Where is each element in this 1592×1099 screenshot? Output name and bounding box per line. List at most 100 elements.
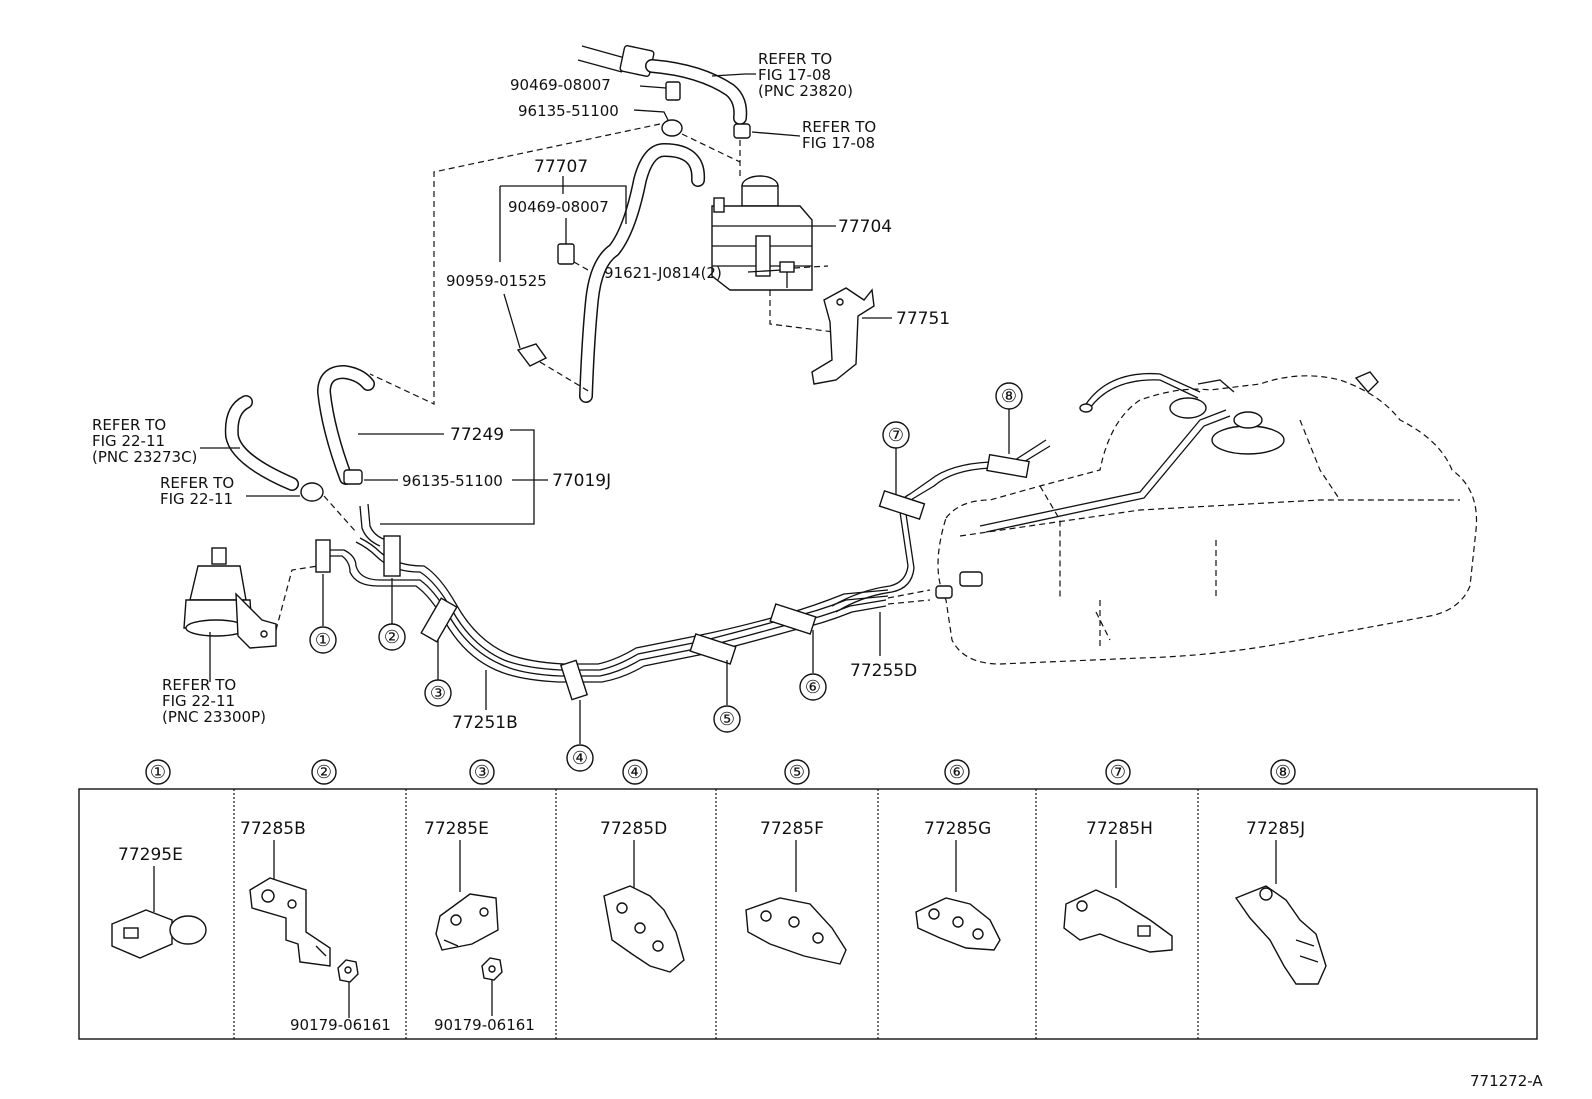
callout-3: ③ xyxy=(424,640,452,707)
svg-text:④: ④ xyxy=(627,762,643,783)
ref-line-3: (PNC 23273C) xyxy=(92,448,197,466)
clip-90469-mid xyxy=(557,243,575,265)
ref-fig-22-11-label: REFER TO FIG 22-11 xyxy=(160,474,300,508)
canister-77704 xyxy=(711,175,813,291)
detail-table: ① ② ③ ④ ⑤ ⑥ ⑦ ⑧ 77295E 77285B xyxy=(78,759,1538,1040)
clamp-96135-mid xyxy=(343,469,363,485)
ref-line-1: REFER TO xyxy=(92,416,166,434)
callout-5-text: ⑤ xyxy=(719,709,735,730)
table-header-1: ① xyxy=(145,759,171,785)
clamp-5 xyxy=(689,633,737,665)
callout-2-text: ② xyxy=(384,627,400,648)
ref-line-2: FIG 22-11 xyxy=(162,692,235,710)
hose-77707 xyxy=(579,142,706,403)
callout-8: ⑧ xyxy=(995,382,1023,454)
ref-fig-17-08-label: REFER TO FIG 17-08 xyxy=(751,118,876,152)
fuel-tank xyxy=(935,371,1478,665)
cell-part-label: 77285E xyxy=(424,819,489,839)
nut-90179-06161 xyxy=(481,957,503,981)
table-cell-8: 77285J xyxy=(1234,819,1327,985)
clamp-77285e xyxy=(435,893,499,951)
ref-fig-22-11-pnc-23273c-label: REFER TO FIG 22-11 (PNC 23273C) xyxy=(92,416,240,466)
callout-5: ⑤ xyxy=(713,660,741,733)
bracket-77019j xyxy=(380,429,535,525)
clamp-2 xyxy=(383,535,401,577)
part-label-77751: 77751 xyxy=(896,309,950,329)
leader-90959 xyxy=(503,293,521,349)
clamp-1 xyxy=(315,539,331,573)
cell-part-label: 77285J xyxy=(1246,819,1305,839)
vacuum-valve-assembly xyxy=(183,547,277,649)
dashed-canister-bracket xyxy=(769,290,835,333)
part-label-77255d: 77255D xyxy=(850,661,917,681)
cell-part-label: 77295E xyxy=(118,845,183,865)
clamp-3 xyxy=(420,597,458,643)
tube-clamps xyxy=(315,453,1030,701)
part-label-90959-01525: 90959-01525 xyxy=(446,272,547,290)
part-label-77249: 77249 xyxy=(450,425,504,445)
callout-1: ① xyxy=(309,574,337,654)
table-header-8: ⑧ xyxy=(1270,759,1296,785)
leader-90469-top xyxy=(639,85,667,89)
table-header-5: ⑤ xyxy=(784,759,810,785)
dashed-clamp-22-11 xyxy=(323,495,357,533)
ref-line-1: REFER TO xyxy=(162,676,236,694)
callout-7-text: ⑦ xyxy=(888,425,904,446)
dashed-guide-left xyxy=(369,123,661,405)
tank-fitting xyxy=(959,571,983,587)
callout-7: ⑦ xyxy=(882,421,910,494)
table-header-3: ③ xyxy=(469,759,495,785)
ref-line-3: (PNC 23300P) xyxy=(162,708,266,726)
table-header-2: ② xyxy=(311,759,337,785)
ref-fig-17-08-pnc-label: REFER TO FIG 17-08 (PNC 23820) xyxy=(711,50,853,100)
ref-line-1: REFER TO xyxy=(802,118,876,136)
clamp-8 xyxy=(986,453,1030,479)
cell-part-label: 77285D xyxy=(600,819,667,839)
ref-line-2: FIG 22-11 xyxy=(92,432,165,450)
svg-text:⑥: ⑥ xyxy=(949,762,965,783)
svg-text:③: ③ xyxy=(474,762,490,783)
svg-text:②: ② xyxy=(316,762,332,783)
tank-fitting-2 xyxy=(935,585,953,599)
part-label-77707: 77707 xyxy=(534,157,588,177)
clamp-77285j xyxy=(1234,885,1327,985)
table-cell-1: 77295E xyxy=(111,845,207,959)
part-label-77019j: 77019J xyxy=(552,471,611,491)
clamp-fig-22-11 xyxy=(300,482,324,502)
svg-text:⑤: ⑤ xyxy=(789,762,805,783)
nut-90179-06161 xyxy=(337,959,359,983)
table-cell-4: 77285D xyxy=(600,819,685,973)
table-headers: ① ② ③ ④ ⑤ ⑥ ⑦ ⑧ xyxy=(145,759,1296,785)
callout-2: ② xyxy=(378,578,406,651)
clamp-77285h xyxy=(1063,889,1173,953)
leader-96135-top xyxy=(633,109,669,121)
callout-6: ⑥ xyxy=(799,630,827,701)
clamp-77285f xyxy=(745,897,847,965)
cell-part-label: 77285H xyxy=(1086,819,1153,839)
bracket-77707 xyxy=(500,185,627,224)
cell-sub-label: 90179-06161 xyxy=(290,1016,391,1034)
bolt-91621 xyxy=(779,261,795,288)
cell-part-label: 77285B xyxy=(240,819,306,839)
fuel-tubes-77251b xyxy=(320,503,889,683)
hose-77249 xyxy=(316,364,375,485)
clamp-77285g xyxy=(915,897,1001,951)
clamp-77285b xyxy=(249,877,331,967)
cell-sub-label: 90179-06161 xyxy=(434,1016,535,1034)
table-header-7: ⑦ xyxy=(1105,759,1131,785)
ref-line-2: FIG 17-08 xyxy=(802,134,875,152)
dashed-bolt xyxy=(793,265,829,269)
callout-3-text: ③ xyxy=(430,683,446,704)
ref-line-3: (PNC 23820) xyxy=(758,82,853,100)
dashed-clip-mid xyxy=(573,261,589,271)
svg-text:①: ① xyxy=(150,762,166,783)
clamp-7 xyxy=(878,490,926,520)
callout-6-text: ⑥ xyxy=(805,677,821,698)
callout-8-text: ⑧ xyxy=(1001,386,1017,407)
table-cell-3: 77285E 90179-06161 xyxy=(424,819,535,1034)
bracket-77751 xyxy=(811,287,875,385)
cell-part-label: 77285G xyxy=(924,819,991,839)
callout-markers: ① ② ③ ④ ⑤ ⑥ ⑦ xyxy=(309,382,1023,772)
clamp-77295e xyxy=(111,909,207,959)
table-cell-7: 77285H xyxy=(1063,819,1173,953)
